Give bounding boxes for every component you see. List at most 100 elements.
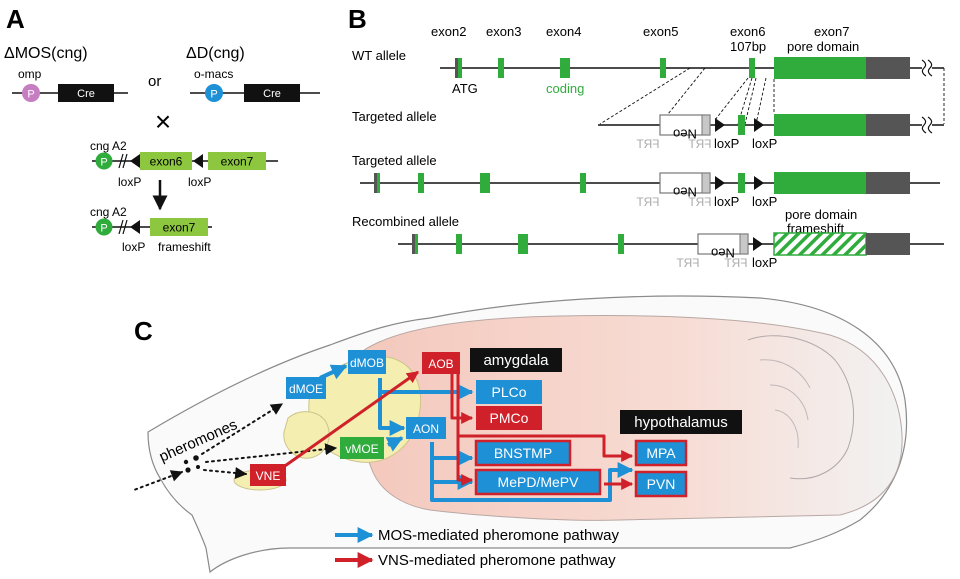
cng-a2-label-2: cng A2 — [90, 205, 127, 219]
omp-promoter-label: P — [27, 89, 34, 101]
wt-exon6 — [749, 58, 755, 78]
or-text: or — [148, 73, 161, 90]
targeted-2-exon7 — [774, 172, 866, 194]
targeted-1-break-gap — [922, 115, 932, 135]
wt-break-mark — [921, 59, 933, 77]
panel-c-label: C — [134, 316, 153, 346]
region-mepd-mepv-label: MePD/MePV — [498, 474, 580, 490]
recombined-exon2-utr — [412, 234, 415, 254]
omp-cre-box — [58, 84, 114, 102]
region-vmoe-label: vMOE — [345, 442, 378, 456]
wt-exon7-utr — [866, 57, 910, 79]
exon7-label: exon7 — [814, 24, 849, 39]
exon7-label-b: exon7 — [163, 221, 196, 235]
cng-promoter-2 — [95, 218, 113, 236]
region-bnstmp-label: BNSTMP — [494, 445, 552, 461]
exon6-size-label: 107bp — [730, 39, 766, 54]
targeted-1-exon7 — [774, 114, 866, 136]
coding-label: coding — [546, 81, 584, 96]
region-mpa-label: MPA — [646, 445, 676, 461]
cerebellum-folds — [759, 359, 811, 449]
region-vne — [250, 464, 286, 486]
region-vmoe — [340, 437, 384, 459]
targeted-1-exon6 — [738, 115, 745, 135]
wt-exon2 — [455, 58, 462, 78]
region-dmoe — [286, 377, 326, 399]
targeted-2-exon2-utr — [374, 173, 377, 193]
targeted-2-loxp-1 — [715, 176, 725, 190]
targeted-2-loxp-label-2: loxP — [752, 194, 777, 209]
loxp-label-a3: loxP — [122, 240, 145, 254]
targeted-2-frt-right: FRT — [688, 195, 712, 209]
targeted-1-utr — [866, 114, 910, 136]
cerebellum-contour — [747, 335, 855, 480]
recombined-frt-right: FRT — [724, 256, 748, 270]
targeted-2-neo-label: Neo — [673, 185, 697, 200]
targeted-2-loxp-label-1: loxP — [714, 194, 739, 209]
region-mepd-mepv — [474, 468, 602, 496]
omp-label: omp — [18, 67, 42, 81]
break-mark-1 — [118, 153, 128, 169]
region-aon — [406, 417, 446, 439]
targeted-1-loxp-label-1: loxP — [714, 136, 739, 151]
pore-domain-label: pore domain — [787, 39, 859, 54]
break-mark-2 — [118, 219, 128, 235]
targeted-1-loxp-label-2: loxP — [752, 136, 777, 151]
region-aob — [422, 352, 460, 374]
recombined-loxp — [753, 237, 763, 251]
targeted-2-exon5 — [580, 173, 586, 193]
targeted-2-exon3 — [418, 173, 424, 193]
exon3-label: exon3 — [486, 24, 521, 39]
pheromone-dots — [183, 455, 200, 473]
wt-exon4 — [560, 58, 570, 78]
targeted-1-frt-right: FRT — [688, 137, 712, 151]
recombined-frt-left: FRT — [676, 256, 700, 270]
targeted-1-neo-label: Neo — [673, 127, 697, 142]
vns-pathways — [281, 370, 634, 490]
targeted-1-neo-end — [701, 114, 711, 136]
cng-promoter-2-label: P — [100, 223, 107, 235]
wt-exon5 — [660, 58, 666, 78]
d-title: ΔD(cng) — [186, 45, 245, 62]
panel-c: C pheromones — [133, 295, 908, 574]
region-dmoe-label: dMOE — [289, 382, 323, 396]
exon5-label: exon5 — [643, 24, 678, 39]
region-pvn-label: PVN — [647, 476, 676, 492]
exon7-box-b — [150, 218, 208, 236]
omacs-promoter-label: P — [210, 89, 217, 101]
targeted-1-frt-left: FRT — [636, 137, 660, 151]
targeted-2-loxp-2 — [754, 176, 764, 190]
targeted-allele-2-label: Targeted allele — [352, 153, 437, 168]
pore-frameshift-label-1: pore domain — [785, 207, 857, 222]
region-pmco — [476, 406, 542, 430]
panel-a-label: A — [6, 4, 25, 34]
loxp-label-a1: loxP — [118, 175, 141, 189]
panel-b: B exon2 exon3 exon4 exon5 exon6 exon7 10… — [348, 4, 945, 270]
region-pmco-label: PMCo — [490, 410, 529, 426]
loxp-triangle-2 — [193, 154, 203, 168]
region-mpa — [634, 439, 688, 467]
loxp-triangle-3 — [130, 220, 140, 234]
region-aob-label: AOB — [428, 357, 453, 371]
exon6-label-a: exon6 — [150, 155, 183, 169]
panel-a: A ΔMOS(cng) or ΔD(cng) omp P Cre o-macs … — [4, 4, 320, 254]
amygdala-label: amygdala — [483, 352, 549, 369]
exon6-label: exon6 — [730, 24, 765, 39]
mos-title: ΔMOS(cng) — [4, 45, 88, 62]
exon7-label-a: exon7 — [221, 155, 254, 169]
recombined-exon7-frameshift — [773, 232, 867, 256]
region-pvn — [634, 470, 688, 498]
targeted-2-exon6 — [738, 173, 745, 193]
recombined-exon3 — [456, 234, 462, 254]
omp-promoter — [22, 84, 40, 102]
omacs-cre-box — [244, 84, 300, 102]
atg-label: ATG — [452, 81, 478, 96]
exon2-label: exon2 — [431, 24, 466, 39]
targeted-1-loxp-2 — [754, 118, 764, 132]
wt-allele-label: WT allele — [352, 48, 406, 63]
mos-pathways — [319, 364, 634, 502]
targeted-2-utr — [866, 172, 910, 194]
wt-exon3 — [498, 58, 504, 78]
recombined-utr — [866, 233, 910, 255]
